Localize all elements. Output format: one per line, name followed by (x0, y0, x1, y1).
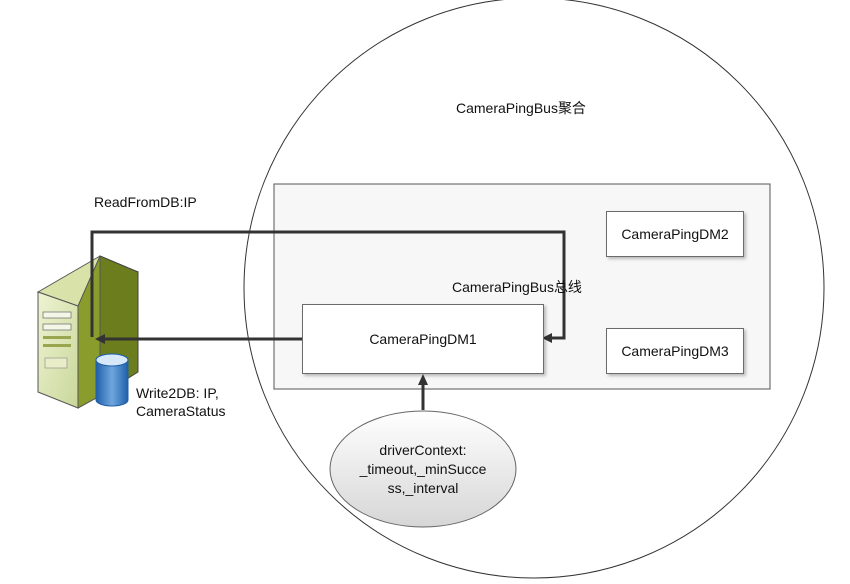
dm1-label: CameraPingDM1 (369, 331, 477, 347)
context-arrow (418, 374, 428, 410)
write-arrow (95, 334, 302, 344)
dm3-label: CameraPingDM3 (621, 343, 729, 359)
server-with-database-icon (36, 255, 140, 409)
camera-ping-dm1-box: CameraPingDM1 (302, 304, 544, 374)
context-line-3: ss,_interval (387, 479, 459, 496)
aggregate-label: CameraPingBus聚合 (456, 100, 586, 116)
read-arrow (90, 230, 566, 343)
camera-ping-dm2-box: CameraPingDM2 (606, 211, 744, 257)
driver-context-text: driverContext: _timeout,_minSucce ss,_in… (330, 410, 516, 528)
dm2-label: CameraPingDM2 (621, 226, 729, 242)
write-label-line1: Write2DB: IP, (136, 385, 219, 401)
driver-context-oval (329, 410, 517, 528)
context-line-2: _timeout,_minSucce (359, 460, 487, 477)
camera-ping-dm3-box: CameraPingDM3 (606, 328, 744, 374)
context-line-1: driverContext: (379, 441, 467, 458)
write-label-line2: CameraStatus (136, 403, 226, 419)
read-label: ReadFromDB:IP (94, 194, 197, 210)
bus-label: CameraPingBus总线 (452, 279, 582, 295)
